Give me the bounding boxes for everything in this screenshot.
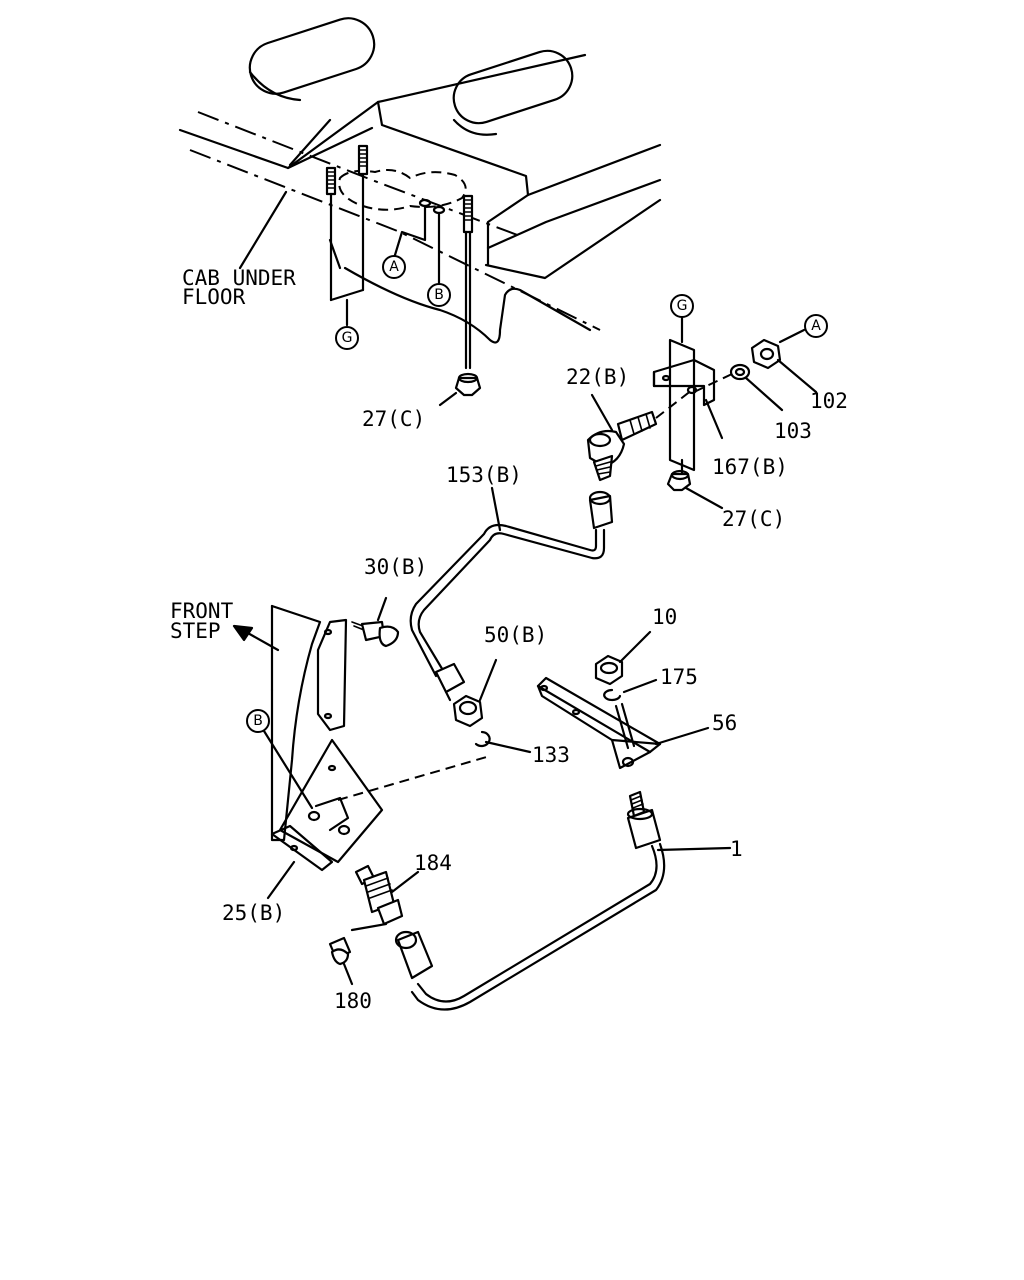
label-30b: 30(B) [364,555,427,579]
plug-180 [328,922,388,986]
svg-text:G: G [677,298,688,314]
svg-text:A: A [389,259,399,275]
label-10: 10 [652,605,677,629]
label-133: 133 [532,743,570,767]
pipe-153b [409,486,614,702]
ref-g-floor: G [335,326,359,350]
label-25b: 25(B) [222,901,285,925]
stud-right [462,194,474,370]
nut-10 [594,630,652,686]
label-175: 175 [660,665,698,689]
front-step-label: FRONT [170,599,234,623]
label-103: 103 [774,419,812,443]
stud-mid [357,144,369,292]
cab-under-floor-label: CAB UNDER [182,266,296,290]
ref-b-floor: B [427,283,451,307]
label-153b: 153(B) [446,463,522,487]
clip-175 [603,678,658,702]
stud-left [325,166,337,302]
svg-text:A: A [811,318,821,334]
nut-27c-right [666,469,724,510]
connector-184 [354,864,420,926]
bolt-30b [351,596,400,648]
svg-text:G: G [342,330,353,346]
label-50b: 50(B) [484,623,547,647]
label-1: 1 [730,837,743,861]
cab-under-floor-label-line2: FLOOR [182,285,246,309]
bracket-56 [536,676,710,770]
ref-g-bracket: G [670,294,694,318]
nut-50b [452,658,498,728]
bracket-25b [266,604,491,900]
tee-fitting-22b [586,389,693,482]
front-arrow-line [244,630,280,652]
nut-102 [750,328,818,394]
ref-a-floor: A [382,255,406,279]
label-180: 180 [334,989,372,1013]
clip-133 [474,730,532,754]
ref-a-nut: A [804,314,828,338]
label-27c-top: 27(C) [362,407,425,431]
label-184: 184 [414,851,452,875]
label-27c-right: 27(C) [722,507,785,531]
label-167b: 167(B) [712,455,788,479]
front-step-label-line2: STEP [170,619,221,643]
nut-27c-top [438,372,482,407]
bracket-167b [652,316,724,478]
label-102: 102 [810,389,848,413]
washer-103 [693,363,784,412]
cab-under-floor [178,17,662,370]
front-arrow-head [232,624,254,642]
label-22b: 22(B) [566,365,629,389]
svg-text:B: B [434,287,444,303]
ref-b-step: B [246,709,314,810]
svg-text:B: B [253,713,263,729]
pipe-1 [394,790,732,1011]
label-56: 56 [712,711,737,735]
